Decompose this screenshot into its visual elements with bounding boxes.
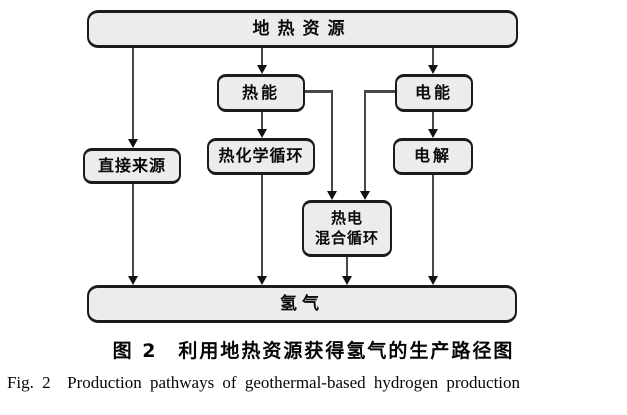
connector-electric-to-hybrid-horizontal [364,90,395,93]
arrowhead-electric-into-hybrid [360,191,370,200]
node-electrolysis: 电解 [393,138,473,175]
arrowhead-direct-into-hydrogen [128,276,138,285]
node-thermal-energy: 热能 [217,74,305,112]
arrowhead-thermal-into-hybrid [327,191,337,200]
connector-thermal-to-hybrid-vertical [331,90,333,192]
node-hydrogen: 氢气 [87,285,517,323]
arrowhead-into-thermochemical [257,129,267,138]
connector-geothermal-to-thermal [261,48,263,66]
connector-hybrid-to-hydrogen [346,257,348,277]
connector-thermal-to-hybrid-horizontal [305,90,333,93]
node-thermochemical-cycle: 热化学循环 [207,138,315,175]
figure-caption-chinese: 图 2 利用地热资源获得氢气的生产路径图 [112,340,515,362]
connector-geothermal-to-electric [432,48,434,66]
node-thermoelectric-hybrid-cycle: 热电 混合循环 [302,200,392,257]
connector-direct-to-hydrogen [132,184,134,277]
arrowhead-into-electric [428,65,438,74]
arrowhead-electrolysis-into-hydrogen [428,276,438,285]
connector-electric-to-hybrid-vertical [364,90,366,192]
connector-electric-to-electrolysis [432,112,434,130]
node-geothermal-resources: 地热资源 [87,10,518,48]
arrowhead-hybrid-into-hydrogen [342,276,352,285]
node-electric-energy: 电能 [395,74,473,112]
arrowhead-into-thermal [257,65,267,74]
connector-thermochemical-to-hydrogen [261,175,263,277]
arrowhead-thermochemical-into-hydrogen [257,276,267,285]
figure-caption-english: Fig. 2 Production pathways of geothermal… [6,373,521,392]
connector-electrolysis-to-hydrogen [432,175,434,277]
node-direct-source: 直接来源 [83,148,181,184]
arrowhead-into-electrolysis [428,129,438,138]
connector-thermal-to-thermochemical [261,112,263,130]
connector-geothermal-to-direct [132,48,134,140]
arrowhead-into-direct [128,139,138,148]
